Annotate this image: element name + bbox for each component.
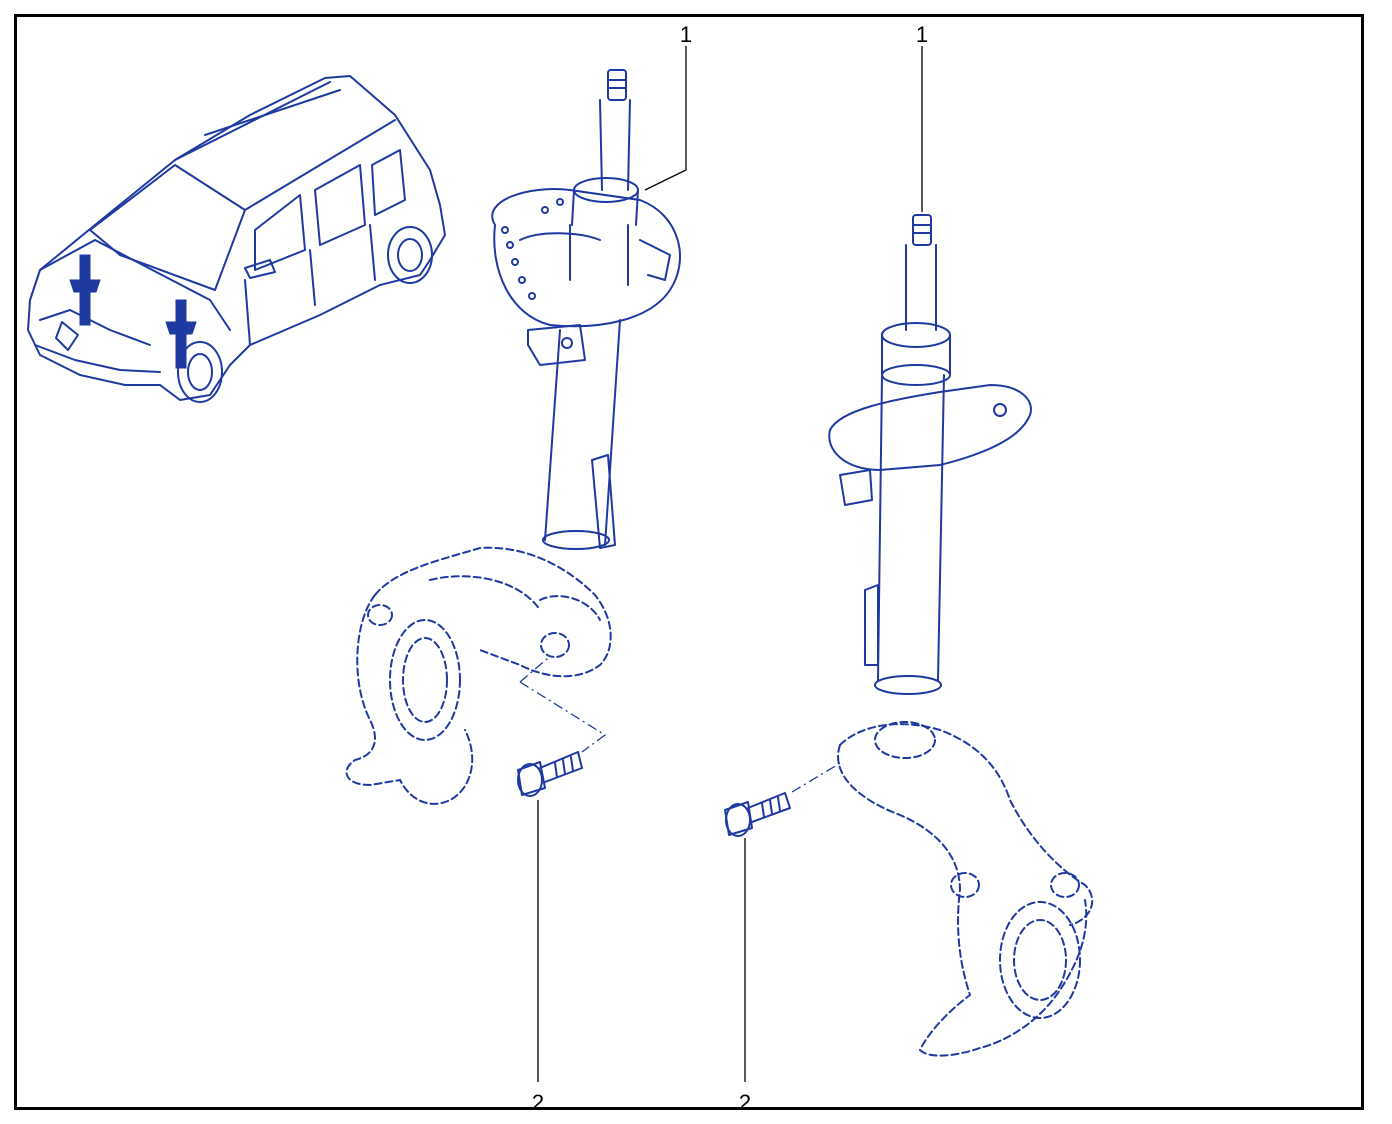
stub-axle-carrier-right <box>837 721 1094 1057</box>
callout-1-left: 1 <box>680 22 692 47</box>
vehicle-locator <box>27 75 446 403</box>
shock-absorber-left <box>491 69 681 550</box>
callout-1-right: 1 <box>916 22 928 47</box>
diagram-frame <box>14 14 1364 1110</box>
highlighted-strut-left <box>69 254 101 326</box>
assembly-line-left <box>519 657 607 753</box>
assembly-line-right <box>791 761 843 793</box>
bolt-right <box>724 792 791 837</box>
callout-2-right: 2 <box>739 1090 751 1115</box>
stub-axle-carrier-left <box>345 546 612 805</box>
bolt-left <box>517 751 583 797</box>
highlighted-strut-right <box>165 299 197 369</box>
callout-2-left: 2 <box>532 1090 544 1115</box>
shock-absorber-right <box>828 214 1032 695</box>
leader-lines <box>537 46 923 1082</box>
